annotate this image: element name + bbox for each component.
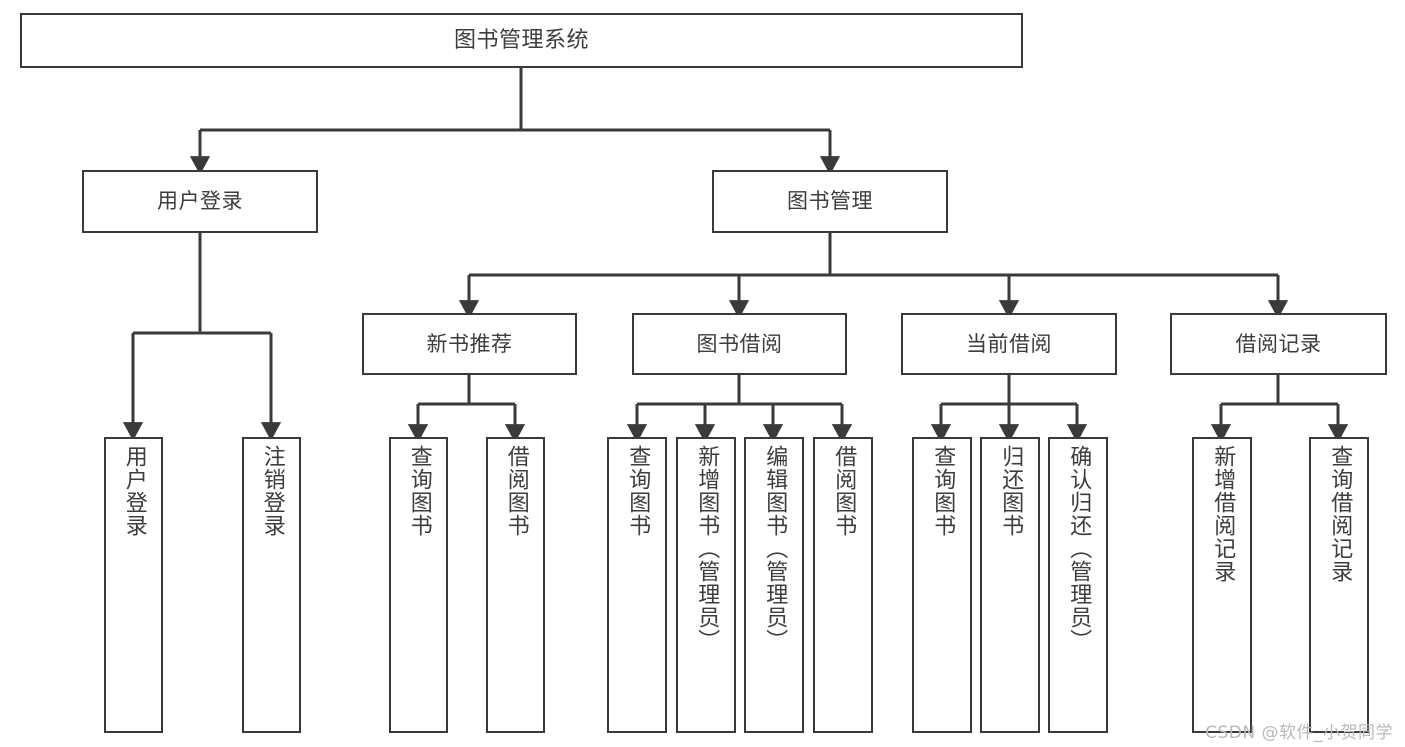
node-leaf-add-record[interactable]: 新增借阅记录 — [1192, 437, 1252, 733]
node-leaf-user-login[interactable]: 用户登录 — [104, 437, 163, 733]
node-label-book-borrow: 图书借阅 — [696, 331, 783, 356]
node-leaf-confirm-return[interactable]: 确认归还（管理员） — [1048, 437, 1108, 733]
node-label-root: 图书管理系统 — [453, 27, 589, 53]
node-leaf-query-record[interactable]: 查询借阅记录 — [1309, 437, 1369, 733]
node-leaf-return-book[interactable]: 归还图书 — [980, 437, 1040, 733]
node-label-leaf-query-book-3: 查询图书 — [930, 445, 956, 537]
node-label-leaf-add-book: 新增图书（管理员） — [694, 445, 720, 652]
node-label-new-book-recommend: 新书推荐 — [426, 331, 513, 356]
node-label-leaf-query-book-1: 查询图书 — [406, 445, 432, 537]
node-label-user-login: 用户登录 — [157, 189, 243, 214]
node-label-leaf-borrow-book-1: 借阅图书 — [503, 445, 529, 537]
node-label-leaf-query-book-2: 查询图书 — [625, 445, 651, 537]
node-label-leaf-user-login: 用户登录 — [121, 445, 147, 537]
node-leaf-borrow-book-1[interactable]: 借阅图书 — [486, 437, 545, 733]
node-label-leaf-add-record: 新增借阅记录 — [1210, 445, 1236, 583]
node-label-borrow-record: 借阅记录 — [1235, 331, 1322, 356]
node-leaf-query-book-1[interactable]: 查询图书 — [389, 437, 448, 733]
node-label-leaf-edit-book: 编辑图书（管理员） — [762, 445, 788, 652]
node-book-management[interactable]: 图书管理 — [712, 170, 948, 233]
node-root-system[interactable]: 图书管理系统 — [20, 13, 1023, 68]
node-label-leaf-return-book: 归还图书 — [998, 445, 1024, 537]
node-label-leaf-query-record: 查询借阅记录 — [1327, 445, 1353, 583]
node-leaf-query-book-3[interactable]: 查询图书 — [912, 437, 972, 733]
node-current-borrow[interactable]: 当前借阅 — [901, 313, 1117, 375]
node-book-borrow[interactable]: 图书借阅 — [632, 313, 847, 375]
node-leaf-edit-book[interactable]: 编辑图书（管理员） — [744, 437, 804, 733]
node-user-login[interactable]: 用户登录 — [82, 170, 318, 233]
node-new-book-recommend[interactable]: 新书推荐 — [362, 313, 577, 375]
node-label-leaf-borrow-book-2: 借阅图书 — [831, 445, 857, 537]
node-leaf-borrow-book-2[interactable]: 借阅图书 — [813, 437, 873, 733]
node-leaf-add-book[interactable]: 新增图书（管理员） — [676, 437, 736, 733]
node-label-current-borrow: 当前借阅 — [966, 331, 1052, 356]
node-label-book-management: 图书管理 — [787, 189, 873, 214]
node-label-leaf-confirm-return: 确认归还（管理员） — [1066, 445, 1092, 652]
node-leaf-query-book-2[interactable]: 查询图书 — [607, 437, 667, 733]
node-leaf-logout-login[interactable]: 注销登录 — [242, 437, 301, 733]
node-borrow-record[interactable]: 借阅记录 — [1170, 313, 1387, 375]
node-label-leaf-logout-login: 注销登录 — [259, 445, 285, 537]
